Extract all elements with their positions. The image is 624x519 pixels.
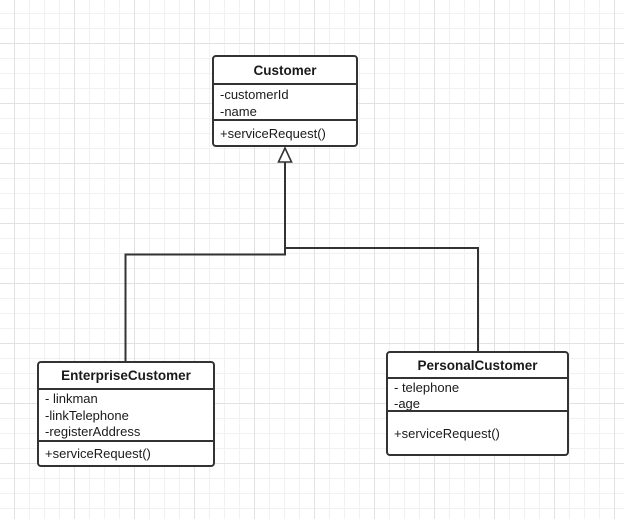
generalization-arrowhead-icon <box>277 146 293 163</box>
attribute: -linkTelephone <box>45 407 129 423</box>
attribute: -age <box>394 396 421 410</box>
class-name: Customer <box>253 62 317 78</box>
class-name: EnterpriseCustomer <box>61 368 191 383</box>
class-box-customer[interactable]: Customer -customerId -name +serviceReque… <box>212 55 358 147</box>
class-name: PersonalCustomer <box>417 357 538 373</box>
attributes-compartment: -customerId -name <box>214 83 356 119</box>
method: +serviceRequest() <box>220 125 326 141</box>
attributes-compartment: - linkman -linkTelephone -registerAddres… <box>39 388 213 440</box>
attribute: -name <box>220 104 257 119</box>
attribute: -customerId <box>220 87 289 102</box>
methods-compartment: +serviceRequest() <box>388 410 567 454</box>
methods-compartment: +serviceRequest() <box>214 119 356 145</box>
generalization-edge-personalcustomer[interactable] <box>284 162 479 351</box>
method: +serviceRequest() <box>45 446 151 461</box>
attribute: - linkman <box>45 391 98 406</box>
method: +serviceRequest() <box>394 425 500 441</box>
attribute: - telephone <box>394 380 460 395</box>
attributes-compartment: - telephone -age <box>388 377 567 410</box>
class-box-personalcustomer[interactable]: PersonalCustomer - telephone -age +servi… <box>386 351 569 456</box>
attribute: -registerAddress <box>45 424 141 439</box>
generalization-edge-enterprisecustomer[interactable] <box>124 162 286 361</box>
methods-compartment: +serviceRequest() <box>39 440 213 465</box>
class-box-enterprisecustomer[interactable]: EnterpriseCustomer - linkman -linkTeleph… <box>37 361 215 467</box>
